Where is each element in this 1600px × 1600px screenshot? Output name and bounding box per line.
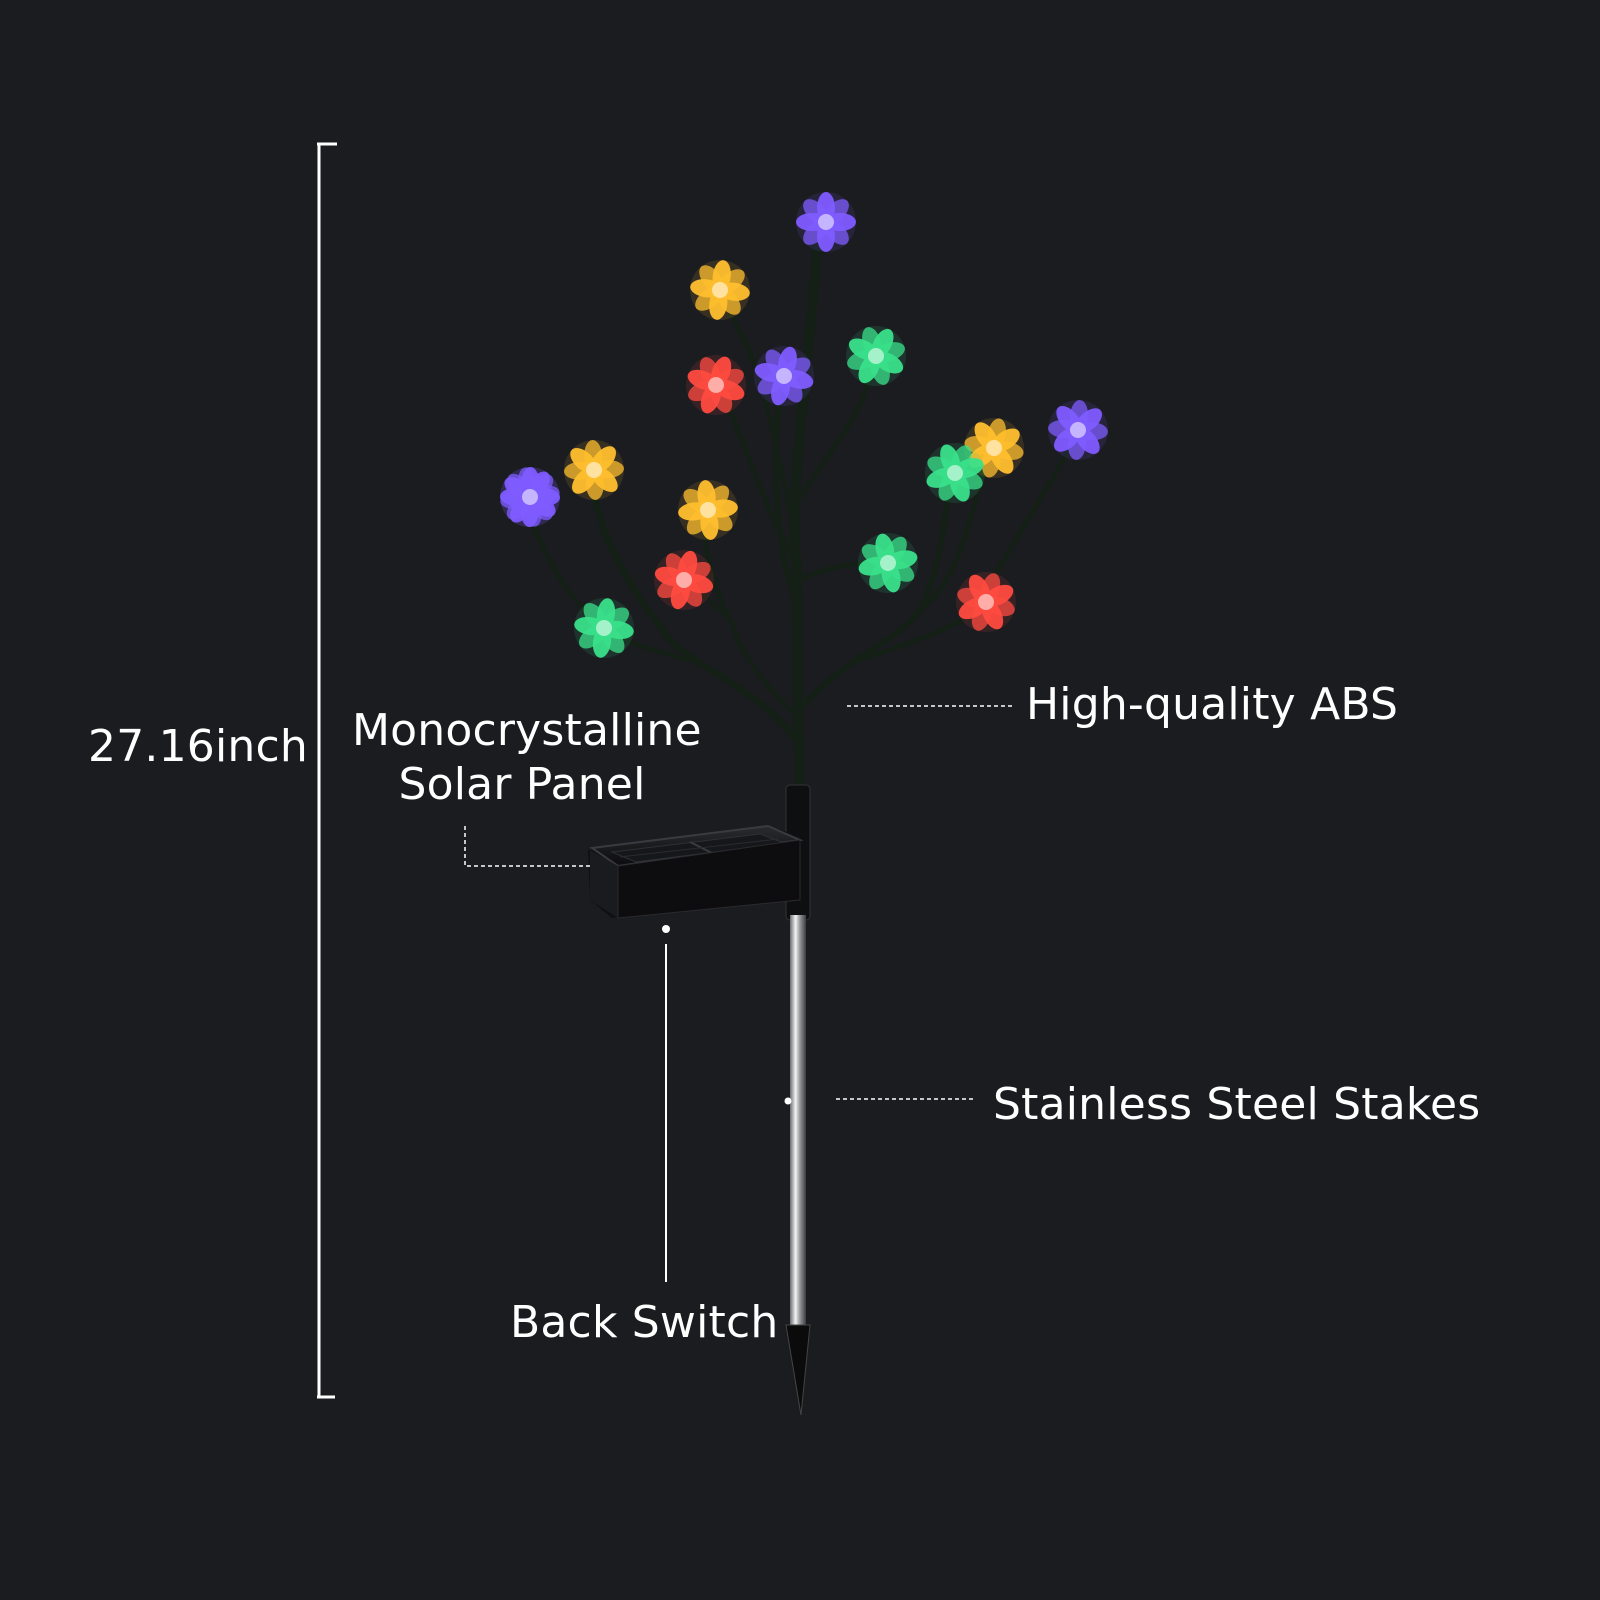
- height-dimension-label: 27.16inch: [88, 721, 308, 772]
- solar-panel: [588, 824, 804, 919]
- led-flowers: [500, 192, 1108, 658]
- solar-panel-label-line1: Monocrystalline: [352, 705, 702, 756]
- led-flower: [564, 440, 624, 500]
- solar-panel-label: Monocrystalline Solar Panel: [352, 704, 702, 812]
- stake-label: Stainless Steel Stakes: [993, 1079, 1481, 1130]
- led-flower: [574, 598, 634, 658]
- led-flower: [500, 467, 560, 527]
- led-flower: [690, 260, 750, 320]
- branches: [527, 227, 1078, 795]
- switch-label: Back Switch: [510, 1297, 779, 1348]
- led-flower: [796, 192, 856, 252]
- led-flower: [754, 346, 814, 406]
- material-label: High-quality ABS: [1026, 679, 1399, 730]
- height-bracket: [317, 142, 337, 1399]
- led-flower: [846, 326, 906, 386]
- led-flower: [654, 550, 714, 610]
- leader-dots: [662, 925, 792, 1105]
- solar-panel-label-line2: Solar Panel: [398, 759, 646, 810]
- leader-lines: [464, 705, 1013, 1282]
- led-flower: [858, 533, 918, 593]
- led-flower: [925, 443, 985, 503]
- led-flower: [686, 355, 746, 415]
- led-flower: [678, 480, 738, 540]
- led-flower: [956, 572, 1016, 632]
- led-flower: [1048, 400, 1108, 460]
